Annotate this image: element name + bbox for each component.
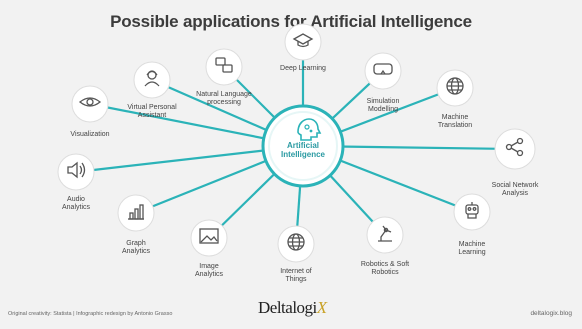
bar-chart-icon: [128, 204, 144, 220]
node-circle: [284, 23, 322, 61]
node-simulation: [364, 52, 402, 90]
node-audio-analytics: [57, 153, 95, 191]
deltalogix-logo: DeltalogiX: [258, 298, 327, 318]
image-icon: [199, 228, 219, 244]
vr-headset-icon: [373, 63, 393, 75]
label-visualization: Visualization: [70, 131, 110, 138]
footer-credit: Original creativity: Statista | Infograp…: [8, 311, 173, 317]
speaker-icon: [67, 161, 86, 179]
label-machine-translation: Machine Translation: [437, 114, 473, 129]
node-circle: [133, 61, 171, 99]
label-robotics: Robotics & Soft Robotics: [360, 261, 410, 276]
label-deep-learning: Deep Learning: [280, 65, 326, 72]
node-graph-analytics: [117, 194, 155, 232]
node-circle: [277, 225, 315, 263]
label-audio-analytics: Audio Analytics: [61, 196, 90, 211]
node-virtual-assistant: [133, 61, 171, 99]
page-title: Possible applications for Artificial Int…: [110, 12, 472, 31]
label-internet-of-things: Internet of Things: [280, 268, 312, 283]
person-headset-icon: [144, 70, 160, 87]
globe-icon: [287, 233, 305, 251]
node-circle: [436, 69, 474, 107]
node-circle: [366, 216, 404, 254]
node-robotics: [366, 216, 404, 254]
graduation-cap-icon: [292, 33, 314, 48]
label-natural-language: Natural Language processing: [196, 91, 252, 106]
label-virtual-assistant: Virtual Personal Assistant: [127, 104, 177, 119]
ai-head-icon: [297, 118, 322, 141]
node-deep-learning: [284, 23, 322, 61]
node-circle: [71, 85, 109, 123]
application-nodes: [57, 23, 536, 263]
node-circle: [57, 153, 95, 191]
center-node: [261, 104, 345, 188]
speech-bubbles-icon: [215, 57, 233, 73]
node-machine-learning: [453, 193, 491, 231]
node-visualization: [71, 85, 109, 123]
node-image-analytics: [190, 219, 228, 257]
node-internet-of-things: [277, 225, 315, 263]
node-circle: [117, 194, 155, 232]
node-machine-translation: [436, 69, 474, 107]
robot-icon: [465, 202, 479, 219]
label-image-analytics: Image Analytics: [194, 263, 223, 278]
eye-icon: [78, 97, 102, 107]
node-circle: [205, 48, 243, 86]
label-graph-analytics: Graph Analytics: [121, 240, 150, 255]
node-natural-language: [205, 48, 243, 86]
node-circle: [494, 128, 536, 170]
label-social-network: Social Network Analysis: [491, 182, 539, 197]
label-simulation: Simulation Modelling: [366, 98, 400, 113]
share-icon: [505, 137, 524, 157]
node-social-network: [494, 128, 536, 170]
world-icon: [446, 77, 464, 95]
footer-site: deltalogix.blog: [530, 310, 572, 317]
label-machine-learning: Machine Learning: [458, 241, 486, 256]
node-circle: [453, 193, 491, 231]
logo-x: X: [316, 298, 327, 317]
center-label: Artificial Intelligence: [280, 141, 325, 159]
logo-text: Deltalogi: [258, 298, 317, 317]
robot-arm-icon: [378, 225, 392, 242]
